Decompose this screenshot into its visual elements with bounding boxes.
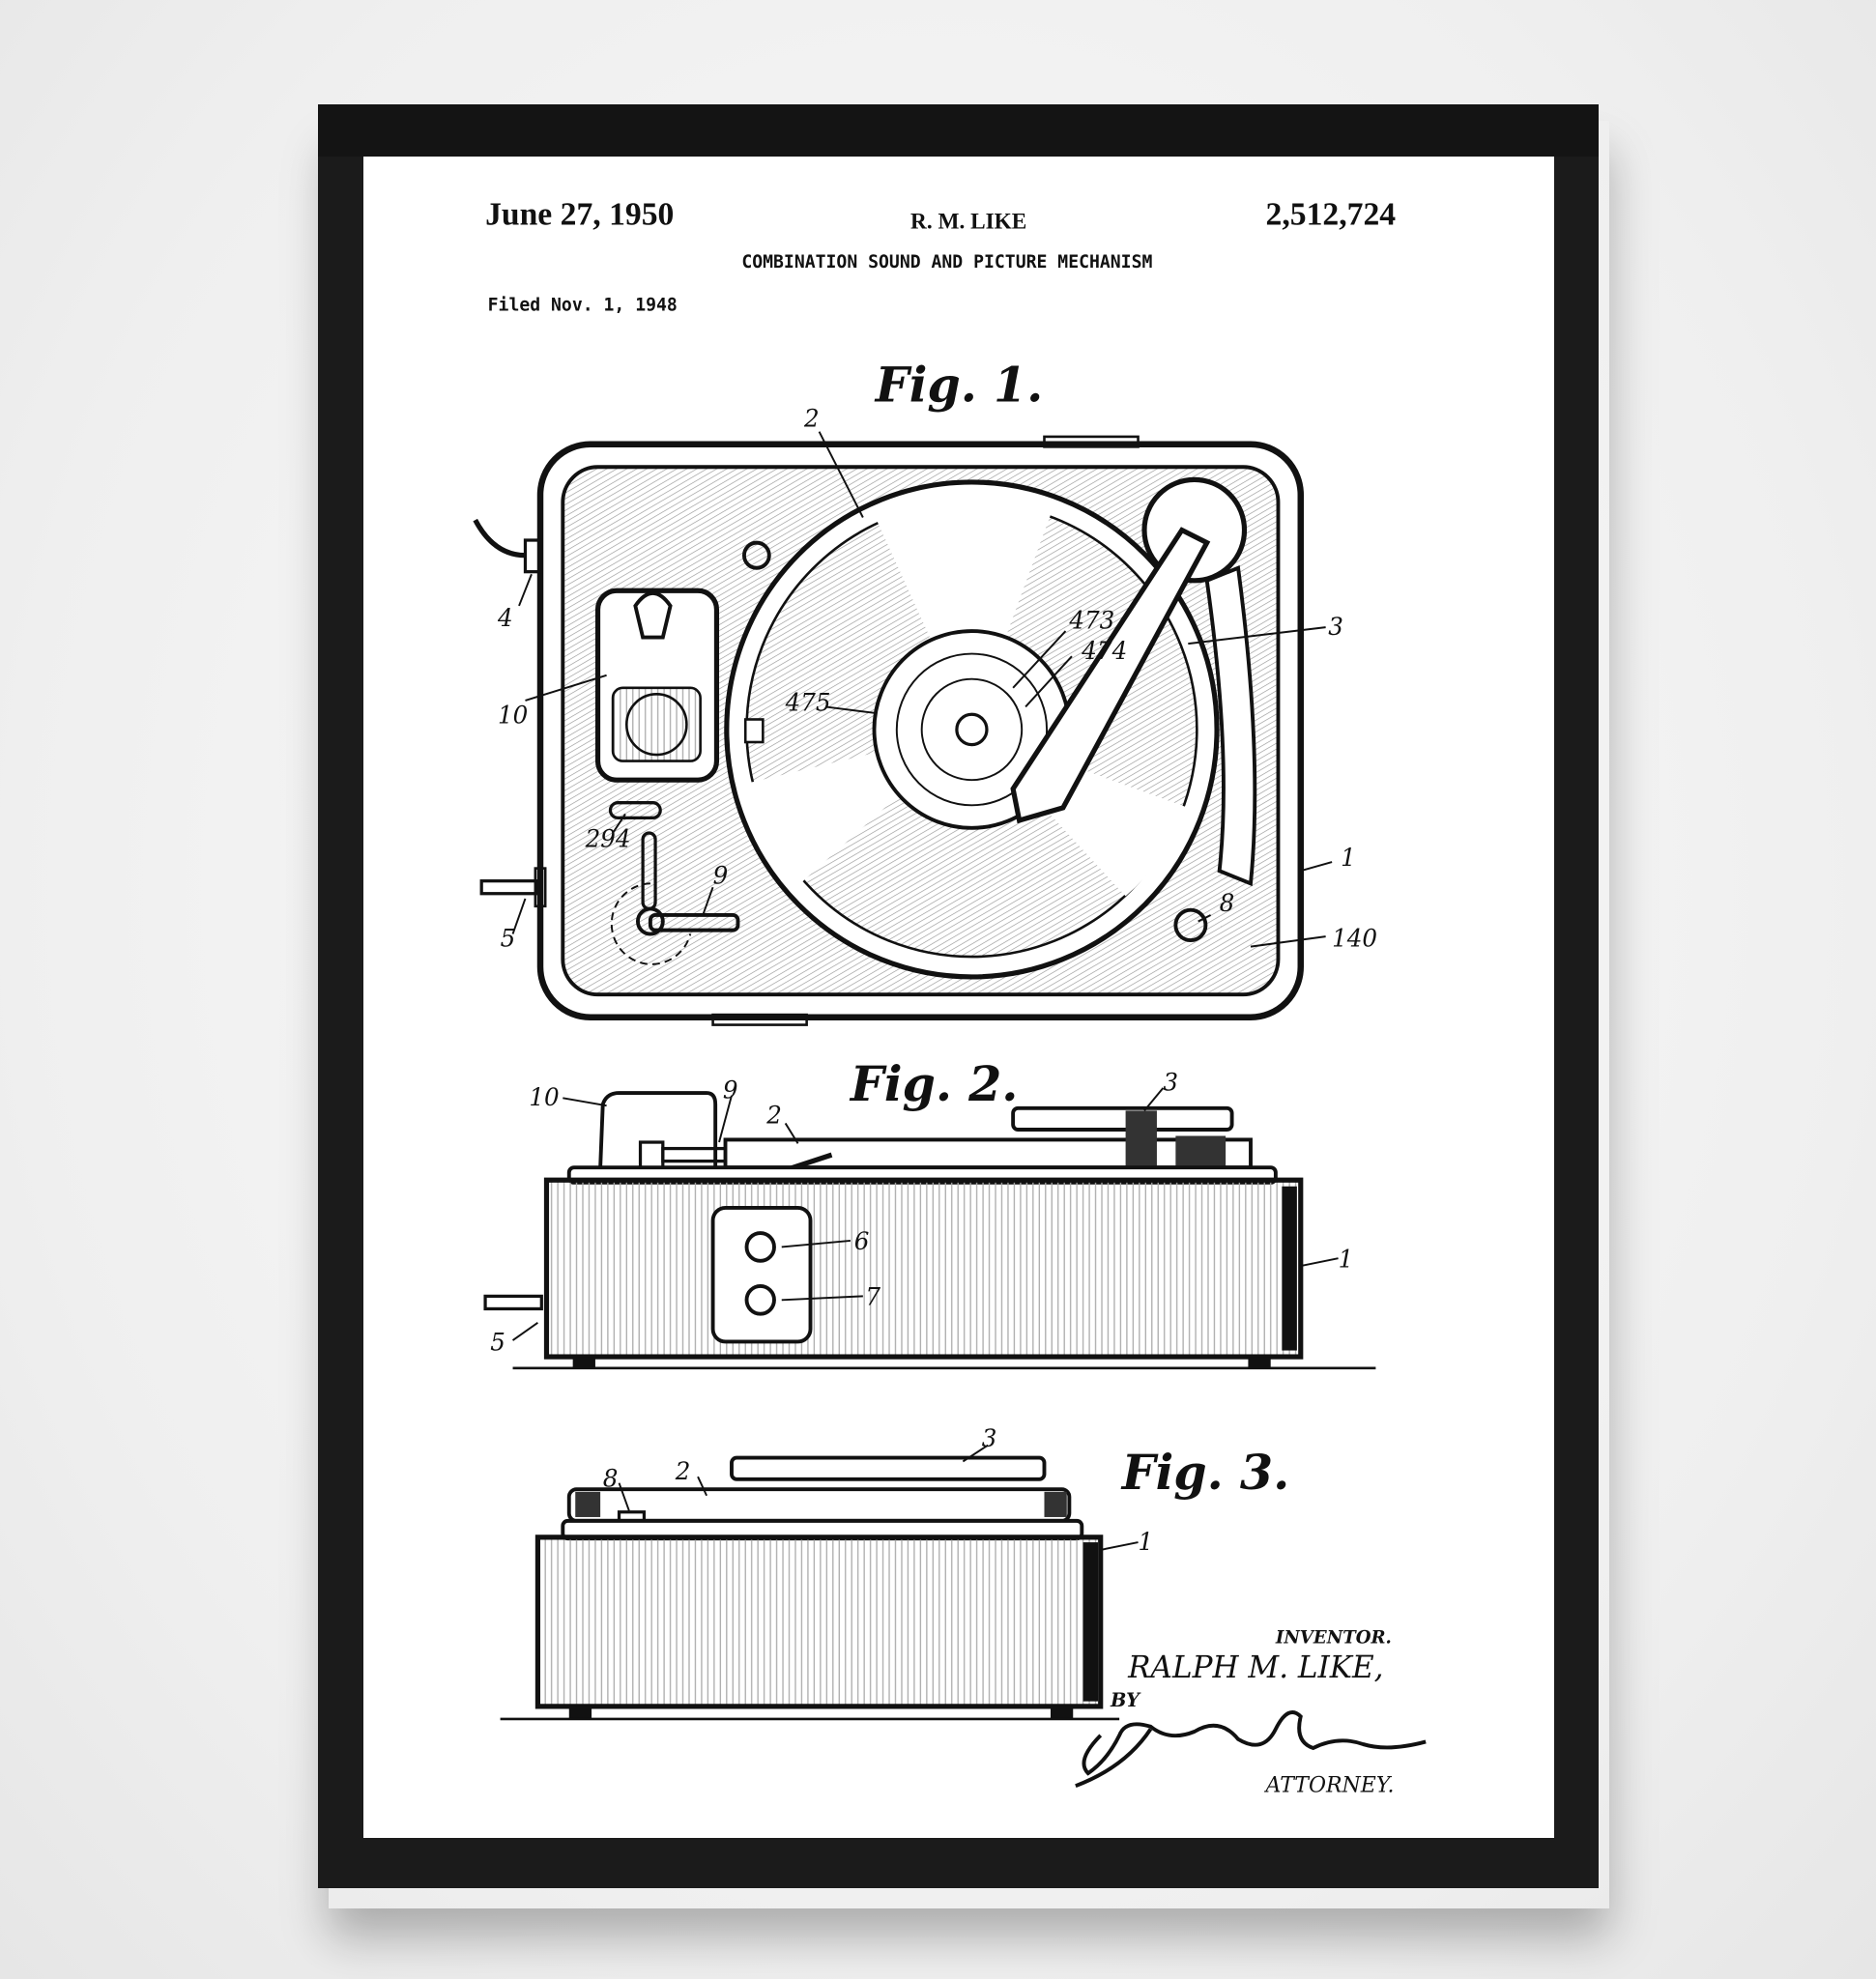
ref-label: 5 bbox=[501, 924, 516, 952]
control-294 bbox=[608, 801, 662, 819]
patent-title: COMBINATION SOUND AND PICTURE MECHANISM bbox=[741, 252, 1152, 272]
inventor-heading: INVENTOR. bbox=[1275, 1627, 1392, 1648]
ref-label: 475 bbox=[785, 688, 831, 716]
figure-1: Fig. 1. 2 4 10 bbox=[473, 357, 1377, 1026]
ref-label: 8 bbox=[1220, 889, 1235, 917]
inventor-short: R. M. LIKE bbox=[910, 209, 1026, 234]
knob-8 bbox=[1173, 907, 1208, 943]
ref-label: 2 bbox=[803, 404, 820, 432]
knob-7 bbox=[744, 1283, 776, 1316]
control-panel bbox=[710, 1206, 813, 1344]
ref-label: 3 bbox=[982, 1424, 997, 1452]
shaft-5 bbox=[479, 879, 540, 896]
ref-label: 6 bbox=[854, 1227, 870, 1255]
figure-2-label: Fig. 2. bbox=[849, 1056, 1019, 1112]
power-cord bbox=[473, 518, 526, 559]
inventor-name: RALPH M. LIKE, bbox=[1127, 1650, 1383, 1685]
ref-label: 10 bbox=[498, 701, 528, 729]
ref-label: 2 bbox=[675, 1457, 691, 1485]
by-label: BY bbox=[1110, 1689, 1141, 1711]
ref-label: 3 bbox=[1163, 1068, 1178, 1096]
ref-label: 8 bbox=[603, 1465, 619, 1493]
tone-arm bbox=[1011, 1105, 1234, 1132]
ref-label: 10 bbox=[529, 1083, 559, 1111]
knob-6 bbox=[744, 1231, 776, 1263]
ref-label: 4 bbox=[497, 604, 513, 632]
cartridge-10 bbox=[598, 1091, 718, 1168]
screw bbox=[741, 540, 771, 570]
ref-label: 3 bbox=[1328, 613, 1343, 641]
patent-date: June 27, 1950 bbox=[485, 196, 674, 232]
turntable-case bbox=[536, 441, 1304, 1020]
ref-label: 9 bbox=[723, 1076, 738, 1104]
tone-arm bbox=[730, 1455, 1047, 1481]
lever-9 bbox=[635, 906, 665, 936]
turntable-case bbox=[534, 1534, 1104, 1709]
spindle bbox=[955, 712, 989, 747]
patent-number: 2,512,724 bbox=[1266, 196, 1397, 232]
attorney-label: ATTORNEY. bbox=[1264, 1773, 1395, 1798]
frame-bevel bbox=[318, 104, 1599, 157]
arm-rest bbox=[1204, 565, 1257, 887]
figure-3: Fig. 3. 8 2 3 1 bbox=[500, 1424, 1290, 1721]
ref-label: 1 bbox=[1139, 1528, 1154, 1556]
ref-label: 473 bbox=[1068, 606, 1114, 634]
filed-date: Filed Nov. 1, 1948 bbox=[488, 295, 678, 315]
ref-label: 140 bbox=[1332, 924, 1377, 952]
ref-label: 474 bbox=[1081, 637, 1127, 665]
tone-arm bbox=[1010, 527, 1211, 824]
signature-block: INVENTOR. RALPH M. LIKE, BY ATTORNEY. bbox=[1075, 1627, 1427, 1798]
ref-label: 1 bbox=[1341, 844, 1356, 872]
ref-label: 9 bbox=[713, 861, 729, 889]
attorney-signature bbox=[1075, 1710, 1427, 1788]
ref-label: 2 bbox=[765, 1101, 782, 1129]
turntable-case bbox=[543, 1177, 1304, 1360]
ref-label: 294 bbox=[585, 824, 631, 852]
ref-label: 7 bbox=[865, 1282, 880, 1310]
ref-label: 1 bbox=[1339, 1245, 1354, 1273]
figure-2: Fig. 2. 10 9 2 3 6 7 5 1 bbox=[483, 1056, 1376, 1370]
figure-1-label: Fig. 1. bbox=[874, 357, 1044, 413]
ref-label: 5 bbox=[490, 1328, 505, 1356]
shaft-5 bbox=[483, 1294, 543, 1311]
figure-3-label: Fig. 3. bbox=[1120, 1445, 1290, 1501]
